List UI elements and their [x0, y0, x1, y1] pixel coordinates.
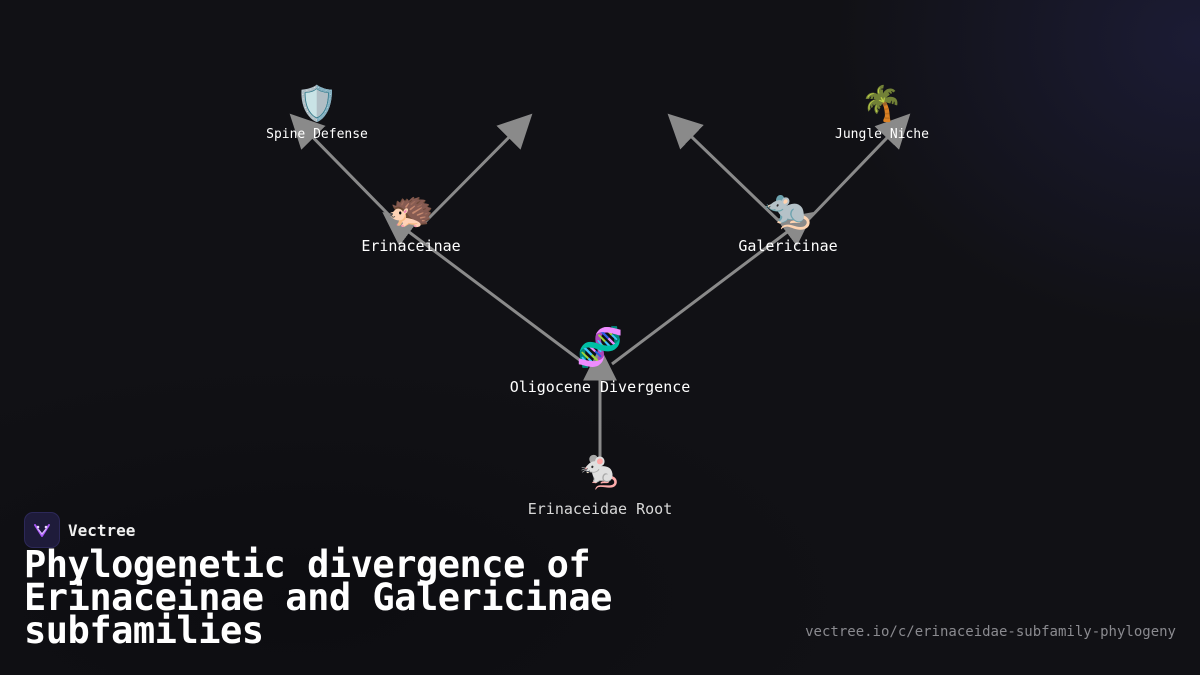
source-url: vectree.io/c/erinaceidae-subfamily-phylo… — [805, 624, 1176, 640]
edge-divergence-to-galericinae — [611, 211, 814, 366]
node-divergence: 🧬 Oligocene Divergence — [510, 324, 691, 396]
edge-divergence-to-erinaceinae — [382, 211, 586, 366]
node-root: 🐁 Erinaceidae Root — [528, 447, 673, 518]
node-erinaceinae-label: Erinaceinae — [361, 237, 460, 255]
node-jungle-niche-label: Jungle Niche — [835, 127, 929, 142]
node-erinaceinae: 🦔 Erinaceinae — [361, 187, 460, 255]
edge-erinaceinae-to-unlabeled-branch — [423, 113, 533, 224]
mouse-icon: 🐁 — [576, 447, 623, 491]
edge-galericinae-to-unlabeled-branch — [667, 113, 782, 224]
edges — [289, 113, 911, 462]
node-galericinae: 🐀 Galericinae — [738, 187, 837, 255]
node-jungle-niche: 🌴 Jungle Niche — [835, 84, 929, 142]
logo-mark-icon — [34, 524, 50, 537]
brand: Vectree — [24, 512, 135, 548]
node-root-label: Erinaceidae Root — [528, 500, 673, 518]
dna-icon: 🧬 — [576, 324, 623, 370]
brand-name: Vectree — [68, 520, 136, 540]
node-galericinae-label: Galericinae — [738, 237, 837, 255]
hedgehog-icon: 🦔 — [387, 187, 434, 231]
vectree-logo-icon — [24, 512, 60, 548]
node-divergence-label: Oligocene Divergence — [510, 378, 691, 396]
node-spine-defense: 🛡️ Spine Defense — [266, 84, 368, 142]
edge-galericinae-to-jungle-niche — [804, 113, 911, 224]
page-title: Phylogenetic divergence of Erinaceinae a… — [24, 543, 612, 652]
shield-icon: 🛡️ — [296, 84, 338, 124]
rat-icon: 🐀 — [764, 187, 812, 231]
edge-erinaceinae-to-spine-defense — [289, 113, 392, 218]
palm-tree-icon: 🌴 — [861, 84, 903, 124]
node-spine-defense-label: Spine Defense — [266, 127, 368, 142]
